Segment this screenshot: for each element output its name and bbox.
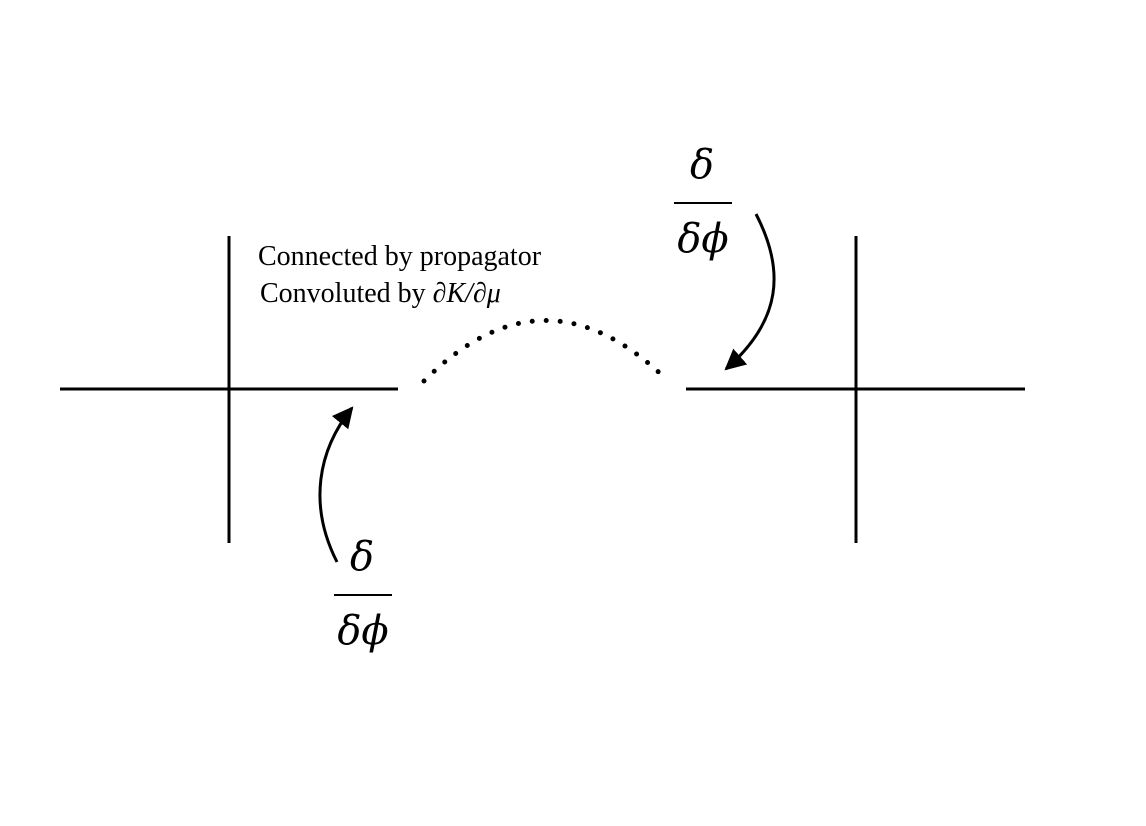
left-vertex [60, 236, 398, 543]
caption-line-2-math: ∂K/∂μ [433, 278, 501, 309]
left-derivative-fraction: δ δϕ [334, 534, 392, 654]
left-derivative-arrow [318, 406, 354, 563]
caption-line-1: Connected by propagator [258, 241, 542, 272]
right-derivative-fraction: δ δϕ [674, 142, 732, 262]
right-vertex [686, 236, 1025, 543]
left-derivative-numerator: δ [350, 534, 374, 580]
left-derivative-denominator: δϕ [337, 608, 388, 654]
propagator-dotted-arc [421, 318, 671, 384]
right-derivative-arrow [724, 213, 776, 371]
right-derivative-numerator: δ [690, 142, 714, 188]
right-derivative-denominator: δϕ [677, 216, 728, 262]
caption-line-2-prefix: Convoluted by [260, 278, 433, 309]
caption-line-2: Convoluted by ∂K/∂μ [260, 278, 501, 309]
